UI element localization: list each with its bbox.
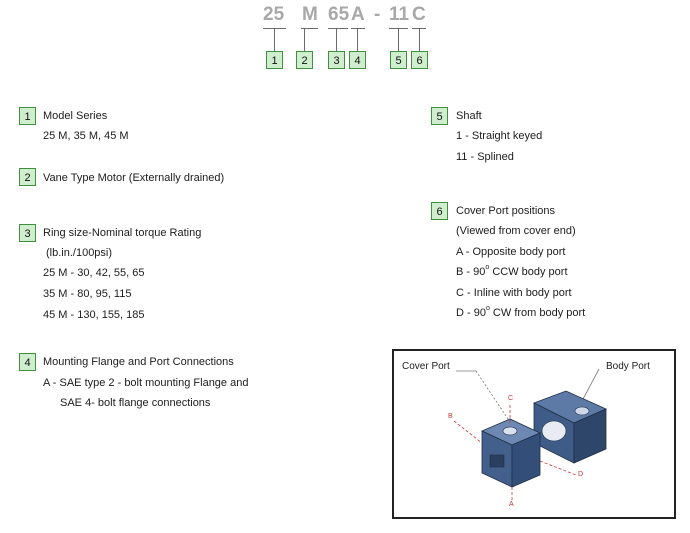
line-d-suffix: CW from body port — [489, 307, 586, 319]
cover-port-label: Cover Port — [402, 361, 450, 372]
section-3-number: 3 — [19, 224, 36, 242]
code-box-3: 3 — [328, 51, 345, 69]
motor-port-diagram: Cover Port Body Port B C A D — [392, 349, 676, 519]
line-b-prefix: B - 90 — [456, 266, 486, 278]
code-part-port: C — [412, 4, 426, 25]
code-leader — [274, 28, 275, 51]
line-d-prefix: D - 90 — [456, 307, 486, 319]
section-6-line: A - Opposite body port — [456, 246, 566, 258]
section-3-line: 25 M - 30, 42, 55, 65 — [43, 267, 145, 279]
code-part-series: 25 — [263, 4, 285, 25]
degree-mark: o — [485, 264, 490, 271]
code-box-2: 2 — [296, 51, 313, 69]
section-6-line: C - Inline with body port — [456, 287, 572, 299]
section-5-line: 1 - Straight keyed — [456, 130, 543, 142]
direction-a-label: A — [509, 501, 514, 508]
direction-b-arrow — [453, 420, 483, 444]
section-1-line: 25 M, 35 M, 45 M — [43, 130, 129, 142]
code-part-shaft: 11 — [389, 4, 410, 25]
section-6-line-b: B - 90o CCW body port — [456, 264, 568, 278]
degree-mark: o — [485, 305, 490, 312]
section-5-number: 5 — [431, 107, 448, 125]
section-4-number: 4 — [19, 353, 36, 371]
section-1-number: 1 — [19, 107, 36, 125]
code-part-type: M — [302, 4, 318, 25]
section-3-line: 35 M - 80, 95, 115 — [43, 288, 132, 300]
code-box-4: 4 — [349, 51, 366, 69]
line-b-suffix: CCW body port — [489, 266, 568, 278]
section-2-title: Vane Type Motor (Externally drained) — [43, 172, 225, 184]
section-4-line: SAE 4- bolt flange connections — [60, 397, 211, 409]
section-5-line: 11 - Splined — [456, 151, 514, 163]
code-leader — [419, 28, 420, 51]
section-6-line: (Viewed from cover end) — [456, 225, 576, 237]
body-port — [574, 406, 590, 416]
section-4-title: Mounting Flange and Port Connections — [43, 356, 234, 368]
motor-illustration — [453, 368, 607, 501]
code-box-1: 1 — [266, 51, 283, 69]
body-port-label: Body Port — [606, 361, 650, 372]
direction-c-label: C — [508, 395, 514, 402]
code-leader — [398, 28, 399, 51]
cover-port — [502, 426, 518, 436]
code-box-5: 5 — [390, 51, 407, 69]
code-leader — [336, 28, 337, 51]
section-6-title: Cover Port positions — [456, 205, 556, 217]
section-1-title: Model Series — [43, 110, 108, 122]
section-3-unit: (lb.in./100psi) — [46, 247, 113, 259]
code-part-flange: A — [351, 4, 365, 25]
section-6-line-d: D - 90o CW from body port — [456, 305, 586, 319]
section-3-line: 45 M - 130, 155, 185 — [43, 309, 145, 321]
code-leader — [357, 28, 358, 51]
cover-flange — [489, 454, 505, 468]
section-6-number: 6 — [431, 202, 448, 220]
body-side — [573, 408, 607, 464]
body-bore — [541, 420, 567, 442]
direction-d-arrow — [539, 460, 577, 476]
direction-d-label: D — [578, 471, 584, 478]
section-5-title: Shaft — [456, 110, 482, 122]
code-box-6: 6 — [411, 51, 428, 69]
direction-b-label: B — [448, 413, 453, 420]
section-3-title: Ring size-Nominal torque Rating — [43, 227, 202, 239]
code-leader — [304, 28, 305, 51]
body-port-leader — [581, 368, 600, 402]
code-part-dash: - — [374, 4, 381, 25]
section-2-number: 2 — [19, 168, 36, 186]
code-part-ring: 65 — [328, 4, 350, 25]
code-underline — [328, 28, 348, 29]
section-4-line: A - SAE type 2 - bolt mounting Flange an… — [43, 377, 249, 389]
code-underline — [301, 28, 318, 29]
code-underline — [351, 28, 365, 29]
cover-side — [511, 432, 541, 488]
cover-port-leader — [475, 370, 513, 426]
